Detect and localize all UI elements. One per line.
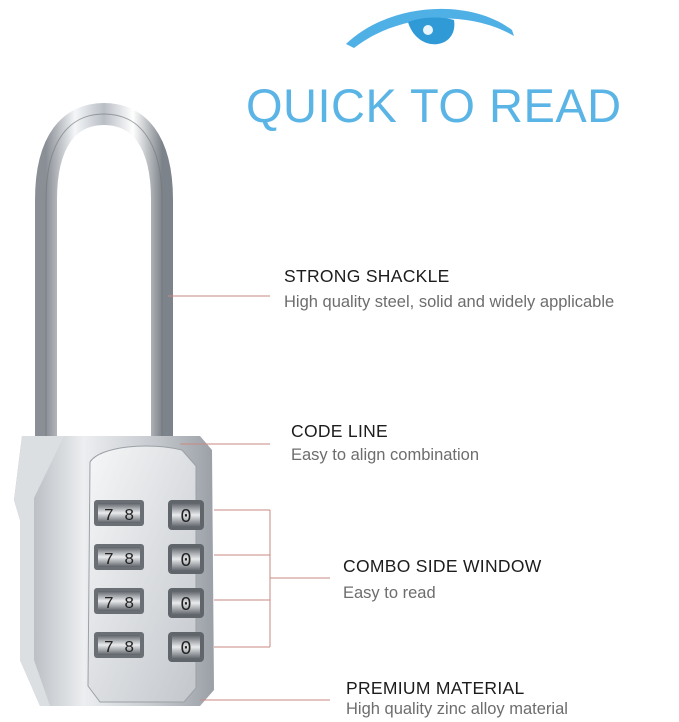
feature-title-side-window: COMBO SIDE WINDOW	[343, 556, 542, 576]
feature-desc-code-line: Easy to align combination	[291, 446, 480, 464]
dial-front-4: 7 8	[104, 639, 135, 658]
feature-title-material: PREMIUM MATERIAL	[346, 678, 525, 698]
dial-side-1: 0	[180, 506, 191, 528]
feature-desc-material: High quality zinc alloy material	[346, 700, 568, 718]
feature-desc-side-window: Easy to read	[343, 584, 436, 602]
feature-title-code-line: CODE LINE	[291, 421, 389, 441]
headline: QUICK TO READ	[246, 79, 622, 132]
dial-side-2: 0	[180, 550, 191, 572]
feature-title-shackle: STRONG SHACKLE	[284, 266, 450, 286]
dial-front-2: 7 8	[104, 551, 135, 570]
feature-desc-shackle: High quality steel, solid and widely app…	[284, 293, 615, 311]
dial-front-1: 7 8	[104, 507, 135, 526]
dial-side-3: 0	[180, 594, 191, 616]
eye-icon	[346, 8, 514, 48]
dial-side-4: 0	[180, 638, 191, 660]
padlock-image: 7 8 7 8 7 8 7 8 0 0 0 0	[14, 102, 214, 706]
dial-front-3: 7 8	[104, 595, 135, 614]
